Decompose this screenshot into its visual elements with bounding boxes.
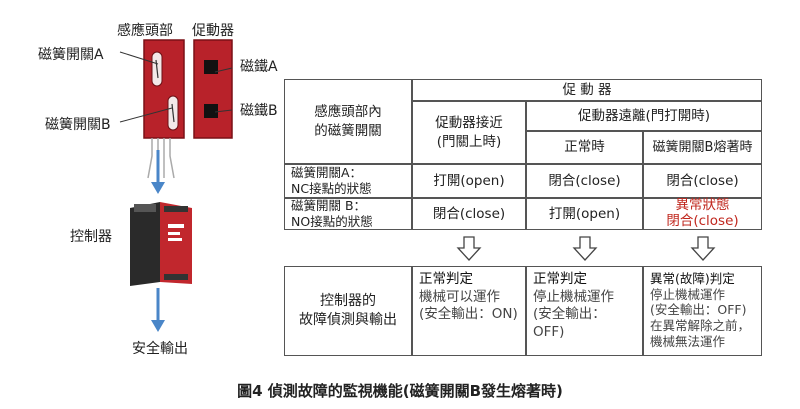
- magnet-b-label: 磁鐵B: [240, 103, 278, 119]
- col-header-far: 促動器遠離(門打開時): [526, 101, 762, 131]
- sensor-head-graphic: [143, 39, 185, 179]
- reed-switch-a-label: 磁簧開關A: [38, 47, 104, 63]
- arrow-down-icon: [151, 150, 165, 194]
- detection-box-normal-on: 正常判定 機械可以運作 (安全輸出：ON): [412, 266, 526, 356]
- reed-switch-b-label: 磁簧開關B: [45, 117, 111, 133]
- figure-caption: 圖4 偵測故障的監視機能(磁簧開關B發生熔著時): [237, 382, 563, 400]
- table-cell: 閉合(close): [412, 198, 526, 230]
- detection-box-normal-off: 正常判定 停止機械運作 (安全輸出：OFF): [526, 266, 643, 356]
- magnet-a-label: 磁鐵A: [240, 59, 278, 75]
- actuator-graphic: [193, 39, 233, 139]
- detection-body: 停止機械運作 (安全輸出：OFF) 在異常解除之前， 機械無法運作: [650, 286, 751, 349]
- abnormal-state-cell: 異常狀態 閉合(close): [643, 198, 762, 230]
- row-b-label: 磁簧開關 B： NO接點的狀態: [284, 198, 412, 230]
- table-cell: 閉合(close): [526, 164, 643, 198]
- leader-lines: [119, 51, 233, 123]
- actuator-label: 促動器: [192, 23, 234, 39]
- controller-device-graphic: [130, 202, 192, 286]
- controller-label: 控制器: [70, 229, 112, 245]
- hollow-arrow-down-icon: [572, 236, 598, 261]
- row-a-label: 磁簧開關A： NC接點的狀態: [284, 164, 412, 198]
- col-header-near: 促動器接近 (門關上時): [412, 101, 526, 164]
- safety-output-label: 安全輸出: [132, 341, 188, 357]
- table-top-header: 促 動 器: [412, 79, 762, 101]
- table-cell: 打開(open): [526, 198, 643, 230]
- detection-box-abnormal: 異常(故障)判定 停止機械運作 (安全輸出：OFF) 在異常解除之前， 機械無法…: [643, 266, 762, 356]
- detection-head: 異常(故障)判定: [650, 271, 735, 286]
- detection-head: 正常判定: [533, 271, 587, 287]
- col-header-welded: 磁簧開關B熔著時: [643, 131, 762, 164]
- table-cell: 閉合(close): [643, 164, 762, 198]
- detection-label: 控制器的 故障偵測與輸出: [284, 266, 412, 356]
- sensor-head-label: 感應頭部: [117, 23, 173, 39]
- arrow-down-icon: [151, 288, 165, 332]
- hollow-arrow-down-icon: [456, 236, 482, 261]
- detection-body: 機械可以運作 (安全輸出：ON): [419, 288, 518, 323]
- detection-head: 正常判定: [419, 271, 473, 287]
- col-header-normal: 正常時: [526, 131, 643, 164]
- table-cell: 打開(open): [412, 164, 526, 198]
- detection-body: 停止機械運作 (安全輸出：OFF): [533, 288, 614, 340]
- hollow-arrow-down-icon: [690, 236, 716, 261]
- row-header-title: 感應頭部內 的磁簧開關: [284, 79, 412, 164]
